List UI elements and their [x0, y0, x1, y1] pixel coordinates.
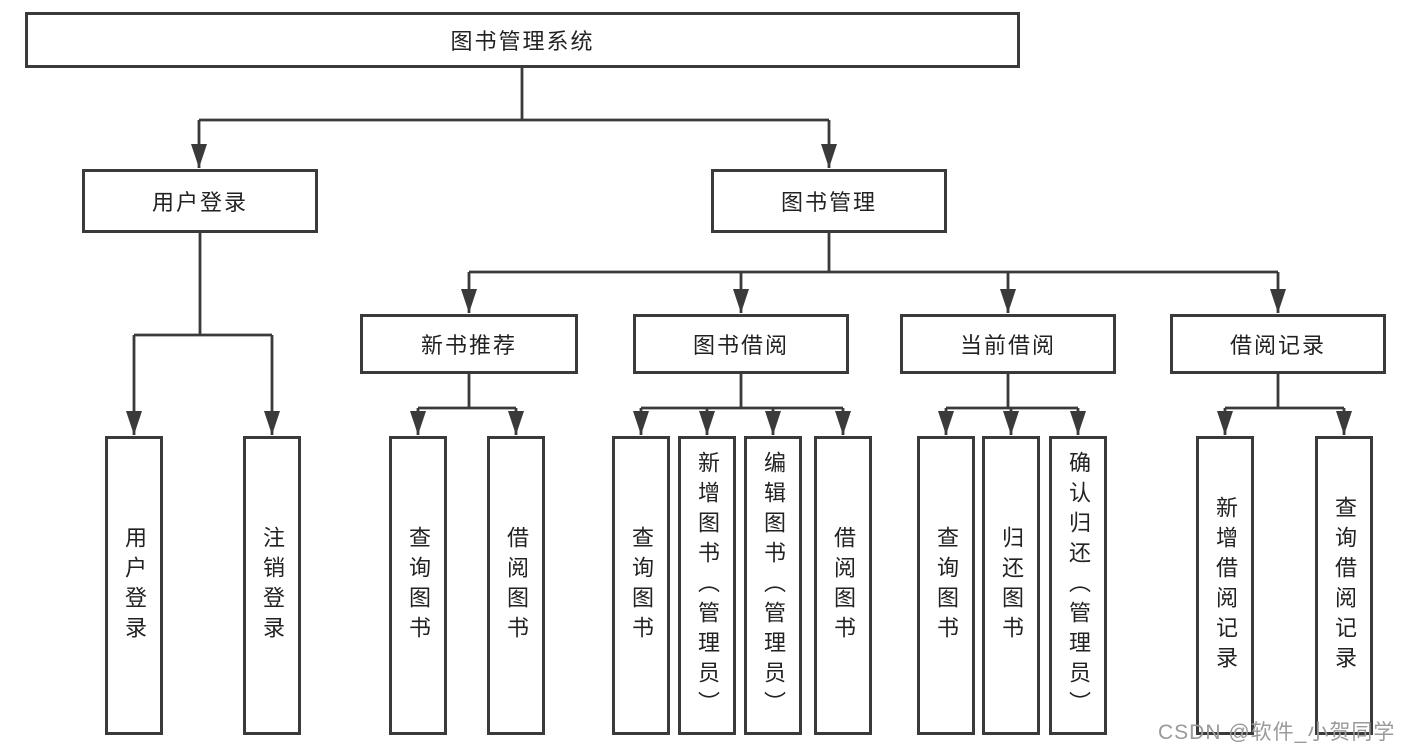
leaf-query-books-current: 查询图书: [917, 436, 975, 735]
node-library-management-system: 图书管理系统: [25, 12, 1020, 68]
leaf-label: 用户登录: [122, 525, 147, 646]
watermark: CSDN @软件_小贺同学: [1158, 721, 1396, 744]
leaf-query-borrow-record: 查询借阅记录: [1315, 436, 1373, 735]
leaf-add-books-admin: 新增图书（管理员）: [678, 436, 736, 735]
leaf-add-borrow-record: 新增借阅记录: [1196, 436, 1254, 735]
node-borrow-records: 借阅记录: [1170, 314, 1386, 374]
node-book-borrow: 图书借阅: [633, 314, 849, 374]
leaf-label: 注销登录: [260, 525, 285, 646]
leaf-label: 借阅图书: [504, 525, 529, 646]
leaf-query-books-borrow: 查询图书: [612, 436, 670, 735]
node-new-book-recommend: 新书推荐: [360, 314, 578, 374]
leaf-label: 查询图书: [629, 525, 654, 646]
connector-new-book-recommend-children: [410, 374, 524, 435]
leaf-label: 查询图书: [934, 525, 959, 646]
connector-book-management-children: [461, 233, 1286, 313]
leaf-label: 借阅图书: [831, 525, 856, 646]
leaf-label: 查询借阅记录: [1332, 495, 1357, 676]
leaf-confirm-return-admin: 确认归还（管理员）: [1049, 436, 1107, 735]
leaf-label: 编辑图书（管理员）: [761, 450, 786, 721]
leaf-edit-books-admin: 编辑图书（管理员）: [744, 436, 802, 735]
connector-user-login-children: [126, 233, 280, 435]
leaf-label: 查询图书: [406, 525, 431, 646]
node-user-login: 用户登录: [82, 169, 318, 233]
leaf-label: 新增图书（管理员）: [695, 450, 720, 721]
leaf-query-books-recommend: 查询图书: [389, 436, 447, 735]
leaf-return-books: 归还图书: [982, 436, 1040, 735]
leaf-label: 确认归还（管理员）: [1066, 450, 1091, 721]
leaf-label: 归还图书: [999, 525, 1024, 646]
leaf-user-login: 用户登录: [105, 436, 163, 735]
node-current-borrow: 当前借阅: [900, 314, 1116, 374]
leaf-logout: 注销登录: [243, 436, 301, 735]
connector-borrow-records-children: [1217, 374, 1352, 435]
leaf-borrow-books-recommend: 借阅图书: [487, 436, 545, 735]
leaf-label: 新增借阅记录: [1213, 495, 1238, 676]
node-book-management: 图书管理: [711, 169, 947, 233]
connector-book-borrow-children: [633, 374, 851, 435]
connector-current-borrow-children: [938, 374, 1086, 435]
leaf-borrow-books: 借阅图书: [814, 436, 872, 735]
connector-root-to-level2: [191, 68, 837, 168]
